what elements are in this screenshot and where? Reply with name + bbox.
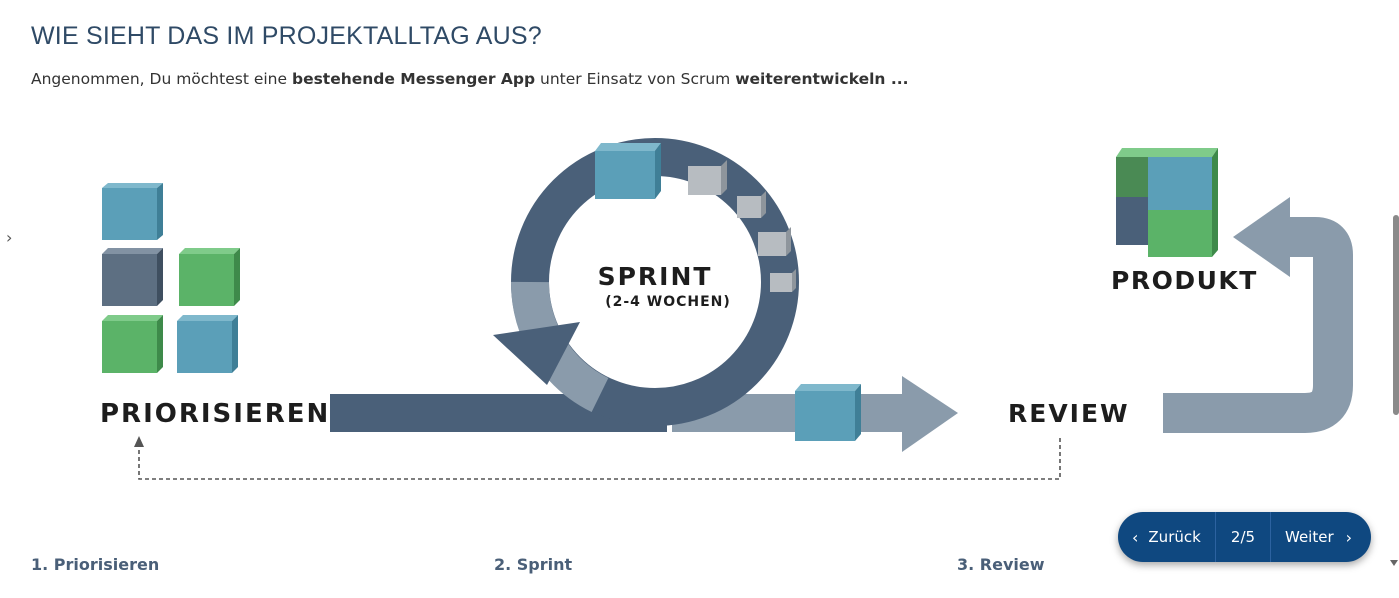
cube-teal-top: [102, 183, 163, 240]
scrollbar-thumb[interactable]: [1393, 215, 1399, 415]
step-label-1: 1. Priorisieren: [31, 555, 160, 574]
scrum-diagram: PRIORISIEREN SPRINT (2-4 WOCHEN) REVIEW: [100, 138, 1353, 480]
page-counter: 2/5: [1215, 512, 1271, 562]
intro-bold-2: weiterentwickeln ...: [735, 70, 909, 88]
scroll-down-icon[interactable]: [1390, 560, 1398, 566]
step-label-3: 3. Review: [957, 555, 1045, 574]
intro-text: Angenommen, Du möchtest eine bestehende …: [31, 70, 909, 88]
backlog-cubes: [102, 183, 240, 373]
next-label: Weiter: [1285, 528, 1334, 546]
prev-button[interactable]: ‹ Zurück: [1118, 512, 1215, 562]
cube-on-arrow: [795, 384, 861, 441]
page-title: WIE SIEHT DAS IM PROJEKTALLTAG AUS?: [31, 22, 542, 50]
chevron-right-icon: ›: [1345, 527, 1353, 547]
intro-part-2: unter Einsatz von Scrum: [535, 70, 736, 88]
label-sprint: SPRINT: [598, 262, 713, 291]
chevron-right-icon[interactable]: ›: [6, 228, 13, 247]
cube-teal-bottom: [177, 315, 238, 373]
feedback-loop: [134, 436, 1061, 480]
prev-label: Zurück: [1148, 528, 1201, 546]
arrow-to-produkt: [1163, 197, 1353, 433]
label-priorisieren: PRIORISIEREN: [100, 399, 330, 429]
chevron-left-icon: ‹: [1132, 527, 1139, 547]
label-sprint-duration: (2-4 WOCHEN): [605, 294, 731, 310]
produkt-cube: [1116, 148, 1218, 257]
cube-slate: [102, 248, 163, 306]
cube-green-right: [179, 248, 240, 306]
label-produkt: PRODUKT: [1111, 266, 1258, 295]
pagination-nav: ‹ Zurück 2/5 Weiter ›: [1118, 512, 1371, 562]
label-review: REVIEW: [1008, 399, 1130, 428]
intro-part-1: Angenommen, Du möchtest eine: [31, 70, 292, 88]
intro-bold-1: bestehende Messenger App: [291, 70, 536, 88]
sprint-cubes: [595, 143, 796, 292]
cube-green-bottom: [102, 315, 163, 373]
step-label-2: 2. Sprint: [494, 555, 573, 574]
next-button[interactable]: Weiter ›: [1271, 512, 1352, 562]
